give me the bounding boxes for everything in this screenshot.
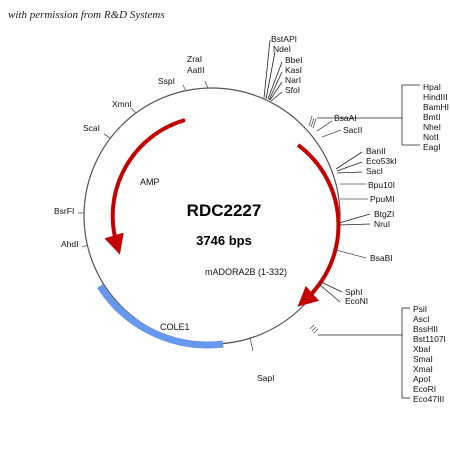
amp-arrow <box>104 118 186 255</box>
site-asci: AscI <box>413 314 430 324</box>
site-bsabi: BsaBI <box>370 253 393 263</box>
site-bsaai: BsaAI <box>334 113 357 123</box>
permission-credit: with permission from R&D Systems <box>8 9 165 21</box>
site-smai: SmaI <box>413 354 433 364</box>
site-ahdi: AhdI <box>61 239 79 249</box>
site-zrai: ZraI <box>187 54 202 64</box>
site-nari: NarI <box>285 75 301 85</box>
site-bstapi: BstAPI <box>271 34 297 44</box>
site-apoi: ApoI <box>413 374 431 384</box>
site-ndei: NdeI <box>273 44 291 54</box>
site-bsshii: BssHII <box>413 324 438 334</box>
site-eco53ki: Eco53kI <box>366 156 397 166</box>
site-bbei: BbeI <box>285 55 303 65</box>
site-nhei: NheI <box>423 122 441 132</box>
site-sapi: SapI <box>257 373 275 383</box>
ori-arc <box>97 284 224 349</box>
amp-label: AMP <box>140 177 160 187</box>
site-aatii: AatII <box>187 65 204 75</box>
site-xmai: XmaI <box>413 364 433 374</box>
site-sphi: SphI <box>345 287 363 297</box>
site-bst1107i: Bst1107I <box>413 334 446 344</box>
site-ecori: EcoRI <box>413 384 436 394</box>
site-banii: BanII <box>366 146 386 156</box>
site-scai: ScaI <box>83 123 100 133</box>
site-eco47iii: Eco47III <box>413 394 444 404</box>
site-bamhi: BamHI <box>423 102 449 112</box>
site-hpai: HpaI <box>423 82 441 92</box>
insert-arrow <box>296 143 341 307</box>
site-sfoi: SfoI <box>285 85 300 95</box>
site-noti: NotI <box>423 132 439 142</box>
site-bmti: BmtI <box>423 112 440 122</box>
site-psii: PsiI <box>413 304 427 314</box>
site-saci: SacI <box>366 166 383 176</box>
site-ppumi: PpuMI <box>370 194 395 204</box>
site-econi: EcoNI <box>345 296 368 306</box>
site-nrui: NruI <box>374 219 390 229</box>
site-kasi: KasI <box>285 65 302 75</box>
site-hindiii: HindIII <box>423 92 448 102</box>
site-bpu10i: Bpu10I <box>368 180 395 190</box>
site-sacii: SacII <box>343 125 362 135</box>
site-eagi: EagI <box>423 142 441 152</box>
site-btgzi: BtgZI <box>374 209 394 219</box>
ori-label: COLE1 <box>160 322 190 332</box>
site-xbai: XbaI <box>413 344 431 354</box>
plasmid-size: 3746 bps <box>196 233 252 248</box>
site-xmni: XmnI <box>112 99 132 109</box>
insert-label: mADORA2B (1-332) <box>205 267 287 277</box>
site-bsrfi: BsrFI <box>54 206 74 216</box>
plasmid-name: RDC2227 <box>187 201 262 220</box>
site-sspi: SspI <box>158 76 175 86</box>
